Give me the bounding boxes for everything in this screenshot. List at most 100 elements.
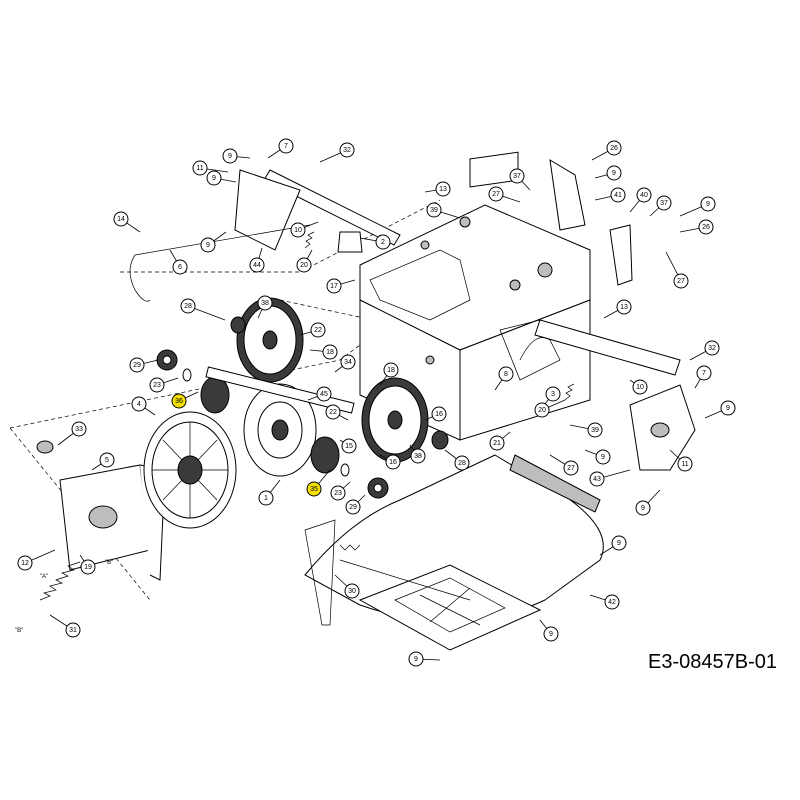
callout: 22 — [299, 322, 326, 338]
callout: 9 — [200, 231, 227, 253]
callout-label: 3 — [551, 391, 555, 398]
callout-circle — [673, 273, 689, 289]
bearings — [36, 316, 449, 499]
callout-label: 34 — [344, 359, 352, 366]
callout-label: 14 — [117, 216, 125, 223]
callout: 38 — [257, 295, 273, 319]
callout-label: 23 — [153, 382, 161, 389]
callout: 22 — [325, 404, 349, 421]
callout-label: 8 — [504, 371, 508, 378]
callout: 9 — [704, 400, 736, 419]
callout-label: 9 — [601, 454, 605, 461]
callout-label: 31 — [69, 627, 77, 634]
callout: 36 — [171, 391, 199, 409]
callout: 26 — [679, 219, 714, 235]
diagram-code: E3-08457B-01 — [648, 651, 777, 673]
callout-label: 17 — [330, 283, 338, 290]
callout-label: 9 — [641, 505, 645, 512]
callout: 5 — [91, 452, 115, 471]
callout-label: 10 — [294, 227, 302, 234]
callout-label: 27 — [492, 191, 500, 198]
callout: 42 — [589, 594, 620, 610]
callout: 28 — [180, 298, 226, 321]
callout-label: 41 — [614, 192, 622, 199]
callout-circle — [489, 435, 505, 451]
callout-label: 15 — [345, 443, 353, 450]
callout-label: 35 — [310, 486, 318, 493]
callout-label: 39 — [591, 427, 599, 434]
callout: 26 — [591, 140, 622, 161]
callout: 13 — [603, 299, 632, 319]
gear-set — [200, 297, 429, 474]
callout-label: 18 — [326, 349, 334, 356]
callout-label: 16 — [435, 411, 443, 418]
callout-label: 6 — [178, 264, 182, 271]
callout: 23 — [330, 481, 351, 501]
callout-label: 16 — [389, 459, 397, 466]
callout: 9 — [594, 165, 622, 181]
callout-label: 11 — [196, 165, 203, 172]
callout-label: 9 — [706, 201, 710, 208]
callout: 27 — [549, 454, 579, 476]
callout-label: 37 — [513, 173, 521, 180]
callout-circle — [696, 365, 712, 381]
callout: 17 — [326, 278, 356, 294]
callout-label: 9 — [414, 656, 418, 663]
callout-circle — [700, 196, 716, 212]
callout: 38 — [409, 444, 426, 464]
ref-mark: "B" — [15, 628, 23, 634]
callout-circle — [113, 211, 129, 227]
callout-label: 21 — [493, 440, 501, 447]
callout-circle — [589, 471, 605, 487]
callout-circle — [322, 344, 338, 360]
callout: 39 — [569, 422, 603, 438]
callout-label: 18 — [387, 367, 395, 374]
callout-circle — [278, 138, 294, 154]
callout-circle — [704, 340, 720, 356]
callout-label: 9 — [206, 242, 210, 249]
callout-label: 32 — [343, 147, 351, 154]
callout-label: 23 — [334, 490, 342, 497]
callout: 37 — [649, 195, 672, 217]
callout-circle — [616, 299, 632, 315]
callout-circle — [410, 448, 426, 464]
callout-label: 28 — [184, 303, 192, 310]
callout-circle — [677, 456, 693, 472]
callout-label: 9 — [726, 405, 730, 412]
callout-circle — [720, 400, 736, 416]
callout: 31 — [49, 614, 81, 638]
callout-circle — [340, 354, 356, 370]
callout-circle — [408, 651, 424, 667]
callout: 9 — [408, 651, 441, 667]
callout-label: 13 — [439, 186, 447, 193]
callout: 9 — [584, 449, 611, 465]
callout: 20 — [534, 399, 566, 418]
callout-label: 28 — [458, 460, 466, 467]
callout-label: 20 — [538, 407, 546, 414]
callout: 27 — [488, 186, 521, 203]
callout-circle — [310, 322, 326, 338]
callout-label: 10 — [636, 384, 644, 391]
callout-label: 4 — [137, 401, 141, 408]
callout-circle — [325, 404, 341, 420]
callout-circle — [383, 362, 399, 378]
callout-circle — [290, 222, 306, 238]
callout: 16 — [424, 406, 447, 422]
callout: 32 — [319, 142, 355, 163]
callout-label: 9 — [228, 153, 232, 160]
callout-label: 36 — [175, 398, 183, 405]
callout: 34 — [334, 354, 356, 373]
callout-label: 11 — [681, 461, 688, 468]
callout-circle — [306, 481, 322, 497]
callout: 35 — [306, 469, 331, 497]
callout-label: 26 — [610, 145, 618, 152]
callout-circle — [698, 219, 714, 235]
callout-circle — [611, 535, 627, 551]
callout-label: 44 — [253, 262, 261, 269]
callout: 10 — [290, 221, 319, 238]
callout: 7 — [267, 138, 294, 159]
callout: 18 — [379, 362, 399, 386]
callout-label: 22 — [329, 409, 337, 416]
